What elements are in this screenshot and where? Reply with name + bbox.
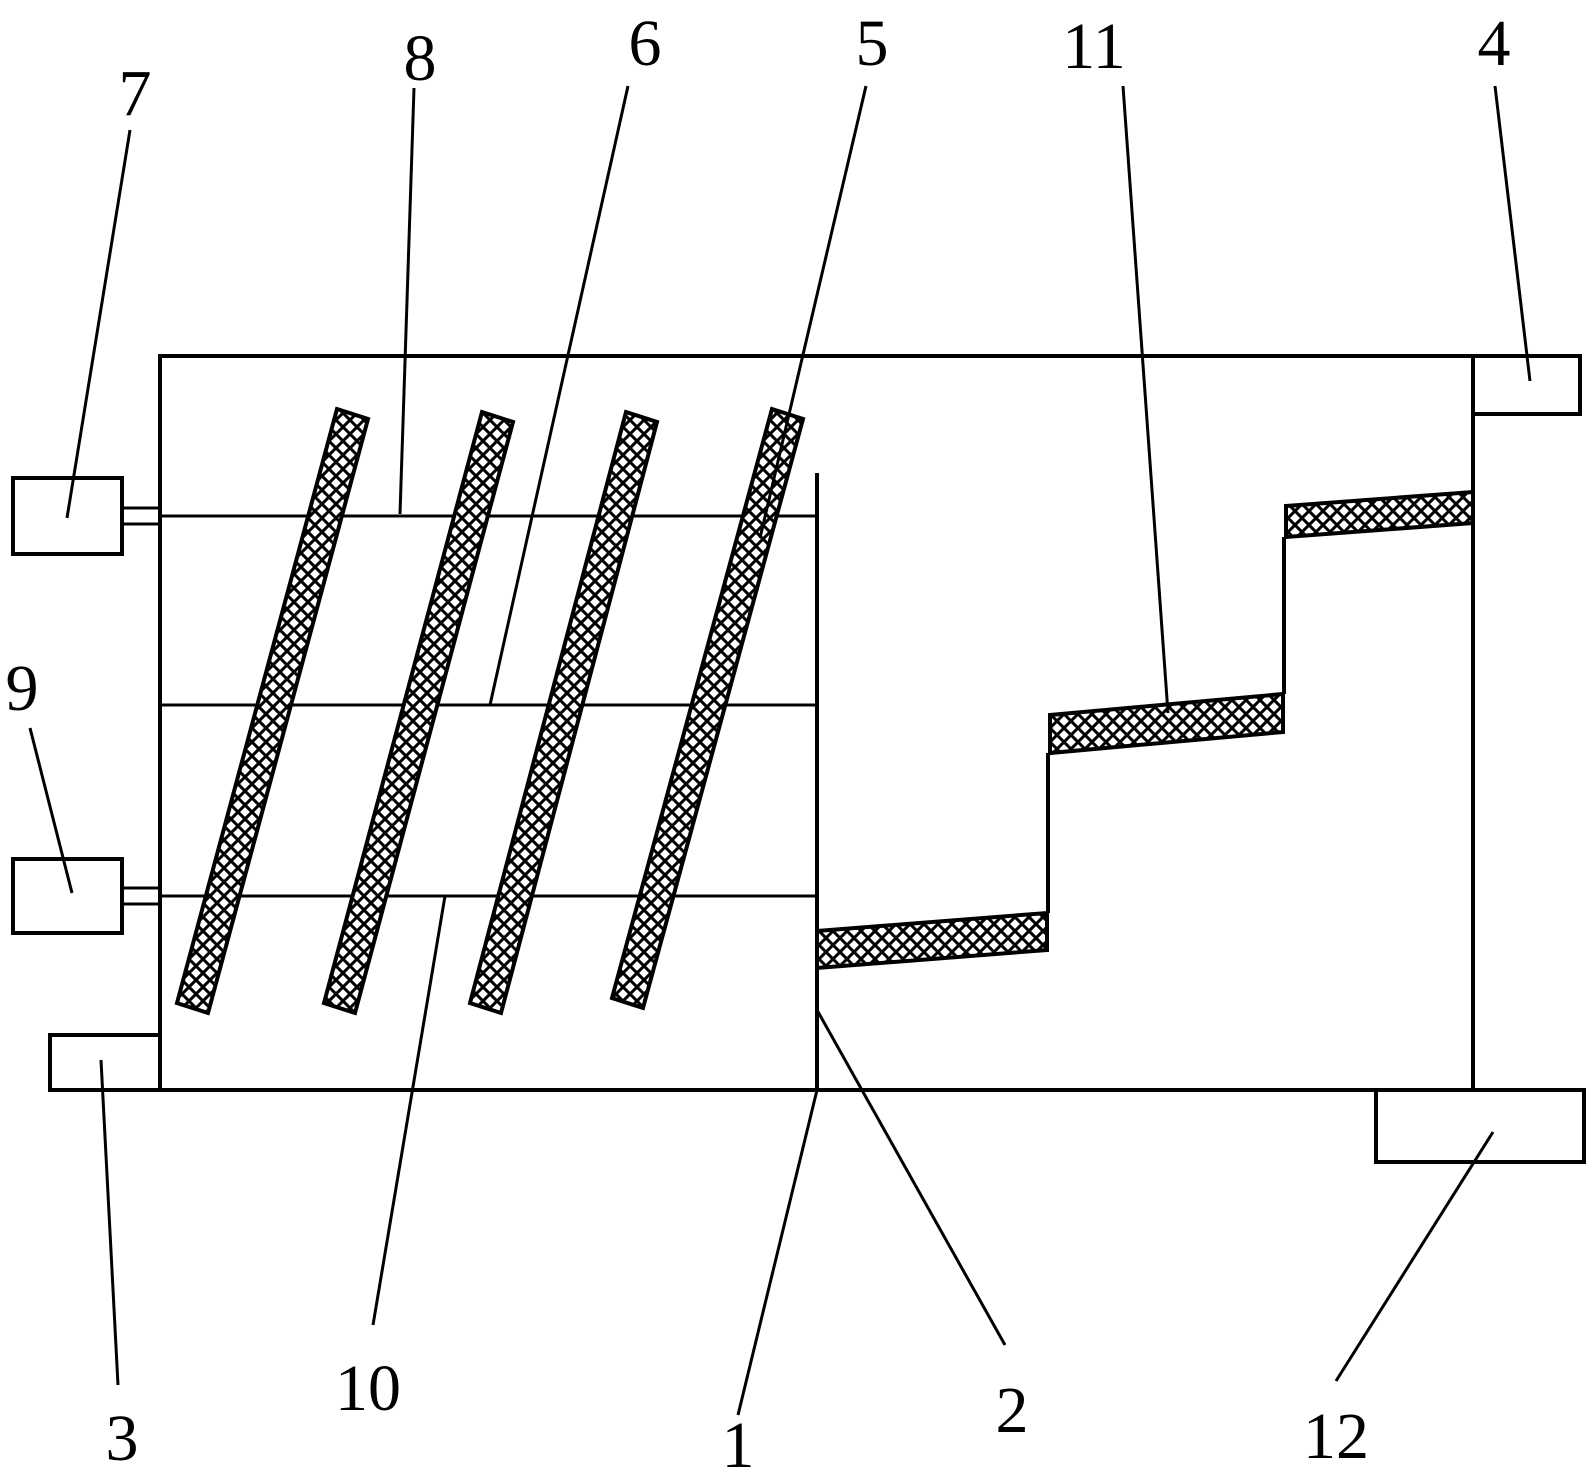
leader-lines	[28, 85, 1532, 1416]
leader-7	[65, 129, 132, 519]
leader-8	[398, 87, 416, 515]
leader-5	[758, 85, 868, 539]
label-8: 8	[404, 22, 437, 95]
outlet-pipe	[1471, 354, 1582, 416]
bottom-outlet-box	[1374, 1088, 1586, 1164]
label-6: 6	[629, 7, 662, 80]
motor-lower-shaft	[120, 886, 162, 906]
label-1: 1	[722, 1409, 755, 1471]
label-5: 5	[856, 7, 889, 80]
inclined-plate-4	[609, 406, 806, 1011]
label-3: 3	[106, 1402, 139, 1471]
label-9: 9	[6, 652, 39, 725]
inclined-plate-3	[467, 409, 660, 1016]
label-2: 2	[996, 1374, 1029, 1447]
leader-2	[815, 1009, 1007, 1346]
label-12: 12	[1303, 1400, 1369, 1471]
inclined-plate-2	[321, 409, 516, 1016]
leader-6	[488, 85, 630, 706]
leader-10	[371, 895, 447, 1326]
label-10: 10	[335, 1352, 401, 1425]
label-4: 4	[1478, 7, 1511, 80]
leader-1	[736, 1089, 819, 1416]
inlet-pipe	[48, 1033, 162, 1092]
motor-upper-shaft	[120, 506, 162, 526]
step-baffle-3	[1284, 489, 1475, 540]
step-baffle-1	[815, 910, 1049, 971]
leader-12	[1334, 1131, 1495, 1382]
label-7: 7	[119, 57, 152, 130]
step-baffle-2	[1048, 691, 1285, 756]
leader-11	[1121, 85, 1170, 714]
label-11: 11	[1062, 10, 1126, 83]
leader-3	[99, 1059, 120, 1386]
leader-4	[1493, 85, 1532, 382]
inclined-plate-1	[174, 406, 371, 1016]
leader-9	[28, 727, 74, 894]
